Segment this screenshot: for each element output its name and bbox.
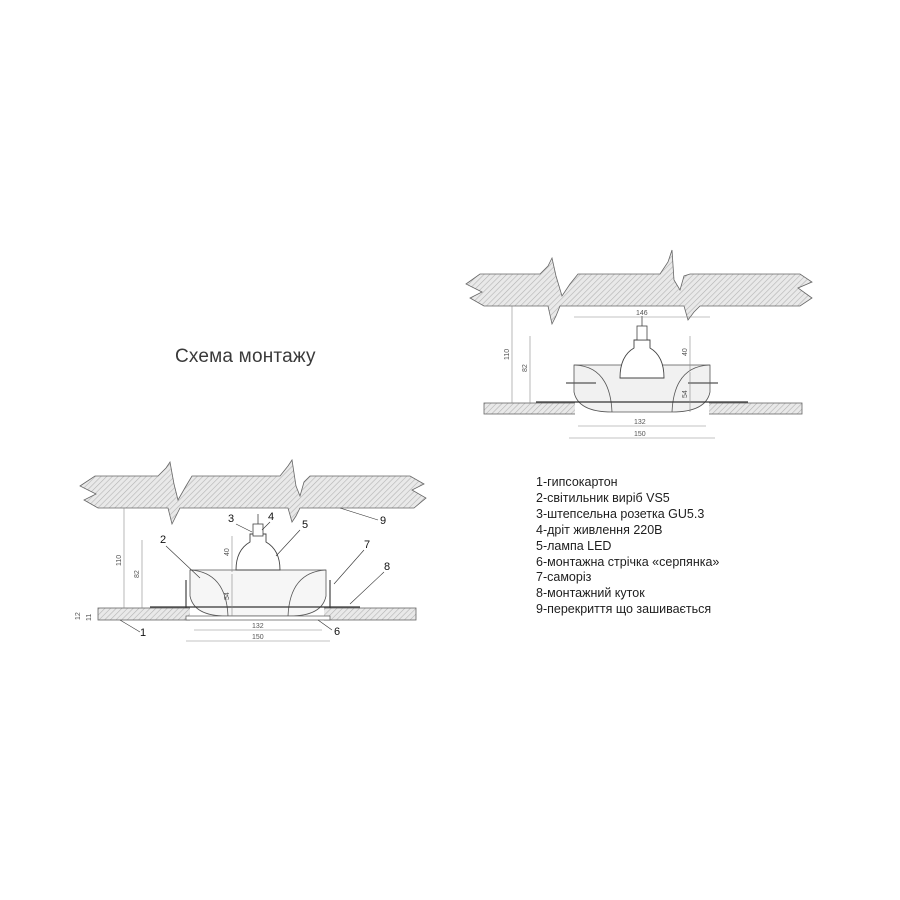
leader-7 — [333, 549, 365, 585]
leader-8 — [349, 571, 385, 605]
top-dim-40: 40 — [682, 348, 689, 356]
bottom-dim-82: 82 — [134, 570, 141, 578]
bottom-lamp — [235, 533, 281, 571]
legend-item-9: 9-перекриття що зашивається — [536, 602, 712, 617]
top-dim-54: 54 — [682, 390, 689, 398]
callout-8: 8 — [384, 561, 390, 573]
top-lamp — [619, 339, 665, 379]
callout-2: 2 — [160, 534, 166, 546]
bottom-dim-12: 12 — [75, 612, 82, 620]
bottom-fixture-curve-left — [189, 569, 229, 617]
legend-item-3: 3-штепсельна розетка GU5.3 — [536, 506, 705, 521]
legend-item-2: 2-світильник виріб VS5 — [536, 490, 670, 505]
callout-3: 3 — [228, 513, 234, 525]
leader-2 — [165, 545, 201, 579]
top-dim-82: 82 — [522, 364, 529, 372]
top-socket — [636, 325, 648, 341]
bottom-dim-132: 132 — [252, 623, 264, 630]
legend-item-1: 1-гипсокартон — [536, 475, 618, 489]
top-dim-146: 146 — [636, 310, 648, 317]
bottom-ceiling-slab — [79, 458, 427, 526]
bottom-dim-150: 150 — [252, 634, 264, 641]
leader-5 — [275, 529, 301, 557]
leader-4 — [261, 521, 271, 531]
legend-item-7: 7-саморіз — [536, 570, 592, 585]
callout-4: 4 — [268, 511, 274, 523]
callout-6: 6 — [334, 626, 340, 638]
bottom-dim-54: 54 — [224, 592, 231, 600]
leader-3 — [235, 523, 253, 533]
callout-9: 9 — [380, 515, 386, 527]
top-dim-132: 132 — [634, 419, 646, 426]
callout-1: 1 — [140, 627, 146, 639]
leader-6 — [317, 619, 333, 631]
top-dim-150: 150 — [634, 431, 646, 438]
legend-item-8: 8-монтажний куток — [536, 586, 645, 601]
bottom-dim-110: 110 — [116, 555, 123, 566]
bottom-fixture-rim — [185, 615, 331, 621]
top-fixture-curve-left — [573, 364, 613, 413]
legend-item-6: 6-монтажна стрічка «серпянка» — [536, 554, 720, 569]
bottom-fixture-curve-right — [287, 569, 327, 617]
top-dim-110: 110 — [504, 349, 511, 360]
leader-9 — [339, 507, 379, 521]
legend-list: 1-гипсокартон 2-світильник виріб VS5 3-ш… — [536, 475, 719, 618]
bottom-dim-11: 11 — [86, 614, 93, 621]
page-title: Схема монтажу — [175, 346, 316, 367]
top-ceiling-slab — [465, 249, 813, 326]
legend-item-5: 5-лампа LED — [536, 538, 612, 553]
legend-item-4: 4-дріт живлення 220В — [536, 522, 663, 537]
top-view: 146 110 82 40 54 132 150 — [465, 249, 813, 439]
bottom-fixture-body — [189, 569, 327, 617]
top-fixture-curve-right — [671, 364, 711, 413]
callout-5: 5 — [302, 519, 308, 531]
bottom-dim-40: 40 — [224, 548, 231, 556]
leader-1 — [119, 619, 141, 633]
bottom-view: 110 82 40 54 132 150 12 11 1 2 3 4 5 6 7… — [75, 458, 427, 642]
bottom-socket — [252, 523, 264, 537]
callout-7: 7 — [364, 539, 370, 551]
